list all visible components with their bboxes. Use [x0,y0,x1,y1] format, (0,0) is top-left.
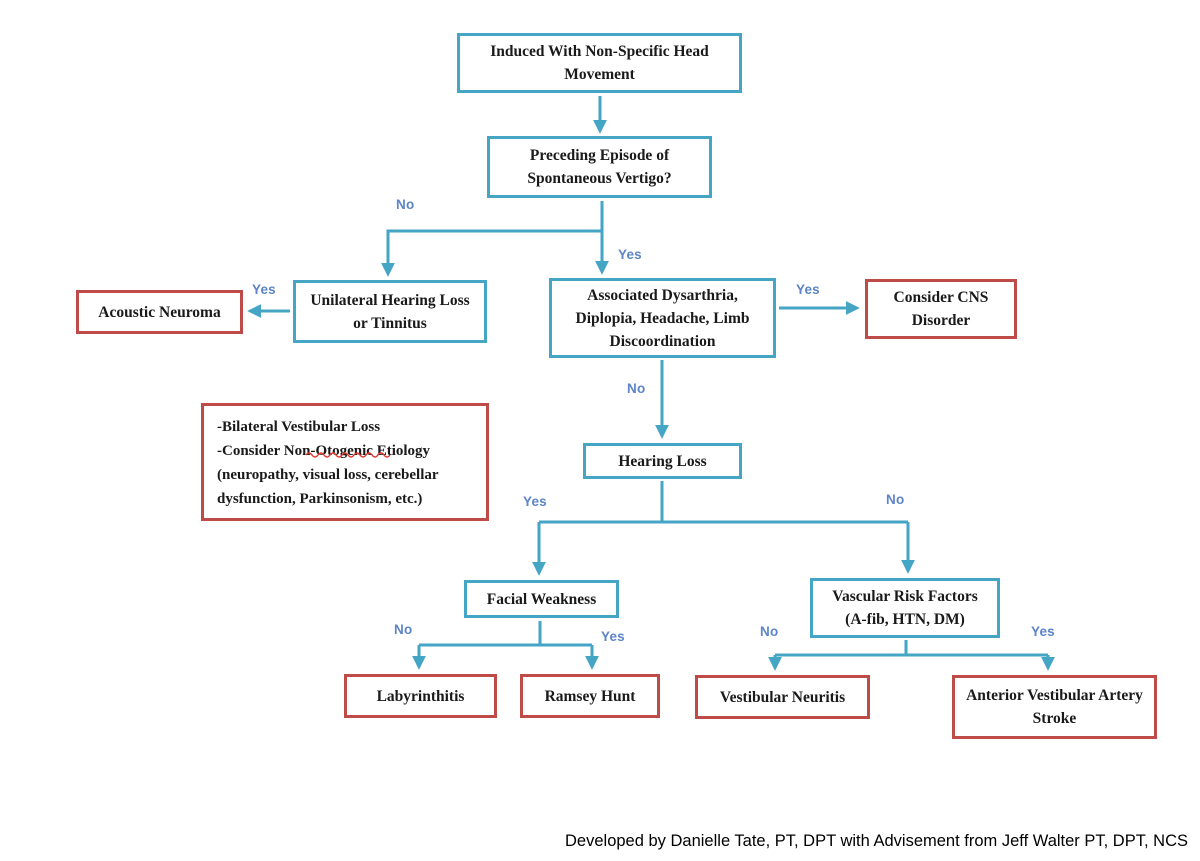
edge-label-no-vascular: No [886,492,905,507]
edge-label-yes-dysarthria: Yes [618,247,642,262]
edge-label-no-hearing: No [627,381,646,396]
edge-label-no-labyrinthitis: No [394,622,413,637]
node-vestibular-neuritis: Vestibular Neuritis [695,675,870,719]
node-associated-dysarthria: Associated Dysarthria, Diplopia, Headach… [549,278,776,358]
edge-label-no-unilateral: No [396,197,415,212]
node-hearing-loss: Hearing Loss [583,443,742,479]
edge-label-yes-acoustic: Yes [252,282,276,297]
node-induced-head-movement: Induced With Non-Specific Head Movement [457,33,742,93]
edge-label-no-neuritis: No [760,624,779,639]
node-facial-weakness: Facial Weakness [464,580,619,618]
edge-label-yes-ramsey: Yes [601,629,625,644]
edge-label-yes-facial: Yes [523,494,547,509]
edge-preceding-no-to-unilateral [381,201,604,277]
footer-credit: Developed by Danielle Tate, PT, DPT with… [565,832,1188,850]
node-vascular-risk-factors: Vascular Risk Factors (A-fib, HTN, DM) [810,578,1000,638]
edge-facial-branch-rail [419,621,592,647]
node-consider-cns-disorder: Consider CNS Disorder [865,279,1017,339]
spellcheck-squiggle [306,452,391,458]
edge-label-yes-cns: Yes [796,282,820,297]
node-anterior-vestibular-artery-stroke: Anterior Vestibular Artery Stroke [952,675,1157,739]
node-ramsey-hunt: Ramsey Hunt [520,674,660,718]
node-preceding-vertigo: Preceding Episode of Spontaneous Vertigo… [487,136,712,198]
node-unilateral-hearing-loss: Unilateral Hearing Loss or Tinnitus [293,280,487,343]
edge-label-yes-stroke: Yes [1031,624,1055,639]
edge-vascular-branch-rail [775,640,1048,657]
edge-hearing-branch-rail [539,481,908,524]
node-acoustic-neuroma: Acoustic Neuroma [76,290,243,334]
node-labyrinthitis: Labyrinthitis [344,674,497,718]
node-bilateral-vestibular-note: -Bilateral Vestibular Loss -Consider Non… [201,403,489,521]
